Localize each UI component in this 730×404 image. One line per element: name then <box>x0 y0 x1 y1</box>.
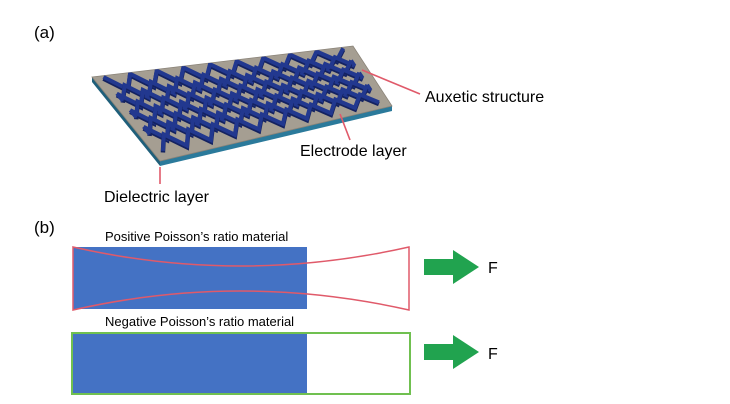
auxetic-connector <box>179 100 188 110</box>
auxetic-connector <box>193 81 202 91</box>
auxetic-connector <box>128 109 138 119</box>
auxetic-connector <box>306 79 314 88</box>
auxetic-connector <box>219 77 228 87</box>
auxetic-connector <box>357 71 365 79</box>
negative-title: Negative Poisson’s ratio material <box>105 314 294 329</box>
auxetic-connector <box>281 84 289 93</box>
auxetic-connector <box>141 88 150 99</box>
callout-electrode: Electrode layer <box>300 113 407 160</box>
auxetic-structure <box>102 47 380 153</box>
auxetic-connector <box>167 85 176 95</box>
auxetic-connector <box>245 74 254 83</box>
auxetic-strut <box>160 91 380 152</box>
positive-title: Positive Poisson’s ratio material <box>105 229 288 244</box>
negative-block <box>73 333 307 394</box>
auxetic-connector <box>241 107 250 116</box>
negative-deformed-outline <box>71 332 411 395</box>
dielectric-edge-left <box>92 77 160 166</box>
auxetic-connector <box>323 63 331 71</box>
auxetic-connector <box>332 75 340 84</box>
positive-force-label: F <box>488 260 498 277</box>
auxetic-connector <box>142 125 151 136</box>
auxetic-connector <box>316 93 324 102</box>
auxetic-connector <box>216 111 225 121</box>
negative-force-arrow <box>424 335 479 369</box>
callout-electrode-line <box>339 113 351 141</box>
panel-b-label: (b) <box>34 218 55 237</box>
positive-block <box>73 247 307 309</box>
callout-auxetic-line <box>361 69 421 95</box>
dielectric-edge <box>160 106 392 166</box>
positive-force-arrow <box>424 250 479 284</box>
auxetic-connector <box>266 102 274 111</box>
auxetic-strut <box>147 79 372 135</box>
auxetic-connector <box>340 88 348 97</box>
callout-auxetic-text: Auxetic structure <box>425 89 544 106</box>
auxetic-connector <box>167 121 176 131</box>
panel-a-label: (a) <box>34 23 55 42</box>
callout-dielectric: Dielectric layer <box>104 167 210 206</box>
callout-dielectric-text: Dielectric layer <box>104 189 210 206</box>
callout-auxetic: Auxetic structure <box>361 69 544 106</box>
negative-force-label: F <box>488 346 498 363</box>
callout-electrode-text: Electrode layer <box>300 143 407 160</box>
auxetic-connector <box>154 104 163 115</box>
auxetic-connector <box>115 92 125 103</box>
auxetic-connector <box>365 83 373 92</box>
auxetic-connector <box>205 96 214 106</box>
auxetic-connector <box>191 116 201 126</box>
auxetic-connector <box>271 70 279 79</box>
auxetic-connector <box>291 97 299 106</box>
auxetic-connector <box>349 59 357 67</box>
auxetic-strut <box>120 54 356 102</box>
auxetic-connector <box>297 66 305 75</box>
auxetic-strut <box>134 67 364 118</box>
auxetic-connector <box>256 88 264 97</box>
auxetic-connector <box>230 92 239 102</box>
positive-deformed-outline <box>72 246 410 311</box>
